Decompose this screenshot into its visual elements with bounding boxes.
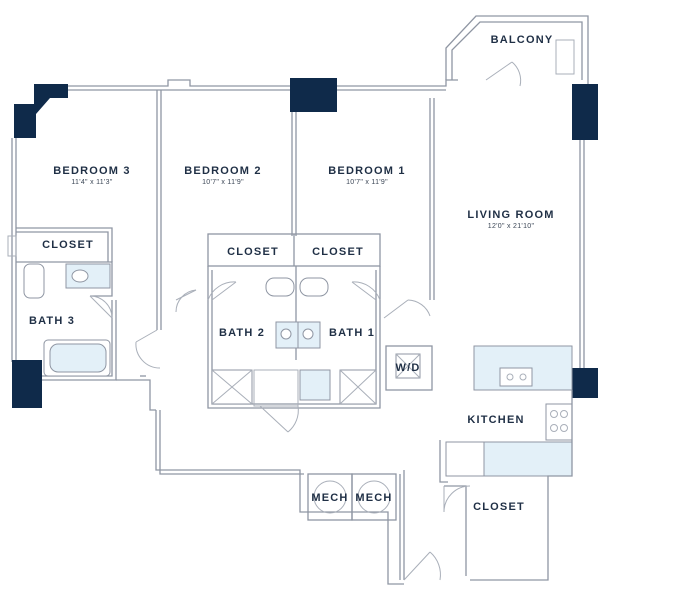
bedroom1-dims: 10'7" x 11'9" (346, 179, 388, 186)
bedroom2-dims: 10'7" x 11'9" (202, 179, 244, 186)
column-top-left (14, 84, 68, 138)
columns (12, 78, 598, 408)
outer-walls (7, 15, 589, 370)
bath-fixtures (23, 263, 377, 405)
closet-entry-label: CLOSET (473, 501, 525, 513)
bath3-label: BATH 3 (29, 315, 75, 327)
closet-bedroom3-label: CLOSET (42, 239, 94, 251)
room-labels: BALCONY BEDROOM 3 11'4" x 11'3" BEDROOM … (29, 34, 554, 513)
kitchen-label: KITCHEN (467, 414, 524, 426)
mech2-label: MECH (355, 492, 392, 504)
wd-label: W/D (396, 362, 421, 374)
bedroom3-label: BEDROOM 3 (53, 165, 130, 177)
column-bottom-left (12, 360, 42, 408)
closet-bedroom1-label: CLOSET (312, 246, 364, 258)
interior-walls (16, 61, 573, 585)
mech1-label: MECH (311, 492, 348, 504)
living-room-label: LIVING ROOM (467, 209, 554, 221)
closet-bedroom2-label: CLOSET (227, 246, 279, 258)
bath1-label: BATH 1 (329, 327, 375, 339)
column-right-lower (572, 368, 598, 398)
bath2-label: BATH 2 (219, 327, 265, 339)
bedroom2-label: BEDROOM 2 (184, 165, 261, 177)
bedroom1-label: BEDROOM 1 (328, 165, 405, 177)
balcony-label: BALCONY (491, 34, 554, 46)
bedroom3-dims: 11'4" x 11'3" (71, 179, 112, 186)
column-top-center (290, 78, 337, 112)
living-room-dims: 12'0" x 21'10" (488, 223, 535, 230)
column-right-upper (572, 84, 598, 140)
